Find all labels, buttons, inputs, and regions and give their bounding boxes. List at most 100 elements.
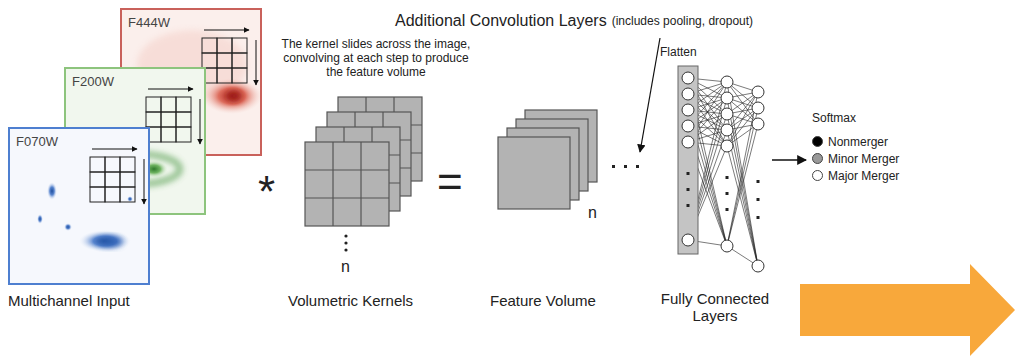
ellipsis-dot (636, 165, 639, 168)
legend-row: Nonmerger (812, 133, 899, 150)
kernel-cell (176, 97, 191, 112)
flatten-bar (678, 66, 698, 254)
band-label: F070W (10, 129, 58, 149)
neuron (721, 76, 733, 88)
count-label: n (588, 204, 597, 222)
legend-row: Minor Merger (812, 150, 899, 167)
orange-arrow (800, 264, 1015, 356)
kernel-grid-line (305, 197, 389, 198)
neuron (682, 104, 694, 116)
kernel-grid (90, 157, 135, 202)
galaxy-speck (127, 196, 133, 202)
feature-map (498, 137, 570, 209)
caption-label: Volumetric Kernels (288, 292, 413, 309)
kernel-cell (120, 157, 135, 172)
ellipsis-dot (726, 208, 729, 211)
fully-connected-network (678, 66, 764, 272)
kernel-cell (161, 112, 176, 127)
kernel-cell (90, 187, 105, 202)
ellipsis-dot (687, 204, 690, 207)
kernel-cell (105, 172, 120, 187)
ellipsis-dot (757, 180, 760, 183)
neuron (752, 260, 764, 272)
legend-swatch (812, 136, 823, 147)
kernel-cell (176, 127, 191, 142)
legend-text: Nonmerger (828, 135, 888, 149)
kernel-cell (176, 112, 191, 127)
galaxy-speck (64, 223, 72, 231)
slide-arrow (148, 89, 193, 90)
kernel-cell (202, 38, 217, 53)
slide-arrow (144, 159, 145, 204)
ellipsis-dot (687, 172, 690, 175)
galaxy-core (227, 91, 241, 101)
neuron (721, 108, 733, 120)
count-label: n (341, 258, 350, 276)
panel-image (10, 129, 148, 283)
neuron (682, 136, 694, 148)
convolution-symbol: * (258, 170, 275, 214)
ellipsis-dot (726, 176, 729, 179)
kernel-slice (305, 142, 389, 226)
legend-row: Major Merger (812, 167, 899, 184)
kernel-cell (217, 68, 232, 83)
image-panel: F070W (8, 127, 150, 285)
kernel-cell (232, 53, 247, 68)
band-label: F200W (66, 69, 114, 89)
galaxy-speck (79, 230, 131, 252)
volumetric-kernels (305, 97, 422, 226)
kernel-cell (90, 157, 105, 172)
legend-swatch (812, 170, 823, 181)
equals-symbol: = (437, 160, 463, 204)
neuron (682, 88, 694, 100)
slide-arrow (256, 40, 257, 85)
band-label: F444W (122, 10, 170, 30)
pointer-arrow (640, 38, 660, 152)
legend-text: Major Merger (828, 169, 899, 183)
slide-arrow (200, 99, 201, 144)
kernel-cell (232, 38, 247, 53)
kernel-cell (120, 187, 135, 202)
galaxy-speck (37, 214, 43, 224)
neuron (752, 86, 764, 98)
ellipsis-dot (726, 192, 729, 195)
kernel-grid-line (360, 142, 361, 226)
ellipsis-dot (757, 216, 760, 219)
feature-volume (498, 110, 597, 209)
neuron (721, 140, 733, 152)
galaxy-core (98, 237, 122, 247)
ellipsis-dot (344, 241, 347, 244)
neuron (682, 120, 694, 132)
output-arrow (772, 159, 806, 160)
kernel-cell (161, 97, 176, 112)
neuron (752, 118, 764, 130)
section-heading: Additional Convolution Layers (395, 12, 607, 30)
kernel-grid-line (332, 142, 333, 226)
neuron (682, 72, 694, 84)
kernel-grid (202, 38, 247, 83)
neuron (752, 102, 764, 114)
softmax-legend: NonmergerMinor MergerMajor Merger (812, 133, 899, 184)
legend-text: Minor Merger (828, 152, 899, 166)
kernel-cell (217, 38, 232, 53)
kernel-cell (217, 53, 232, 68)
kernel-square (305, 142, 389, 226)
kernel-cell (202, 53, 217, 68)
kernel-cell (232, 68, 247, 83)
kernel-cell (120, 172, 135, 187)
layer-label: Softmax (812, 112, 856, 126)
caption-label: Feature Volume (490, 292, 596, 309)
neuron (682, 234, 694, 246)
ellipsis-dot (344, 248, 347, 251)
galaxy-speck (47, 182, 57, 200)
slide-arrow (204, 30, 249, 31)
ellipsis-dot (757, 198, 760, 201)
ellipsis-dot (612, 165, 615, 168)
kernel-cell (161, 127, 176, 142)
ellipsis-dot (624, 165, 627, 168)
kernel-cell (90, 172, 105, 187)
kernel-cell (105, 157, 120, 172)
layer-label: Flatten (660, 46, 697, 60)
kernel-grid-line (305, 169, 389, 170)
slide-arrow (92, 149, 137, 150)
